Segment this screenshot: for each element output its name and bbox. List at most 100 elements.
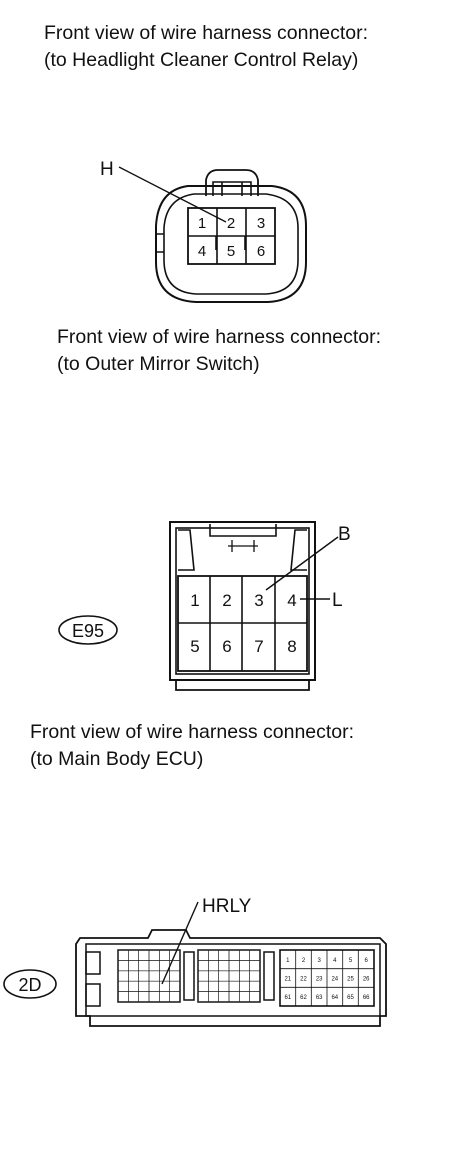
- pin-cell: [249, 980, 261, 992]
- pin-label: 5: [349, 958, 353, 964]
- pin-label: 23: [316, 977, 323, 983]
- pin-label: 24: [331, 977, 338, 983]
- pin-cell: [117, 980, 129, 992]
- pin-label: 21: [284, 977, 291, 983]
- callout-leader: [118, 166, 227, 223]
- pin-cell: [117, 960, 129, 972]
- pin-cell: [169, 980, 181, 992]
- pin-label: 3: [257, 215, 265, 232]
- pin-cell: [159, 949, 170, 961]
- pin-cell: [197, 980, 209, 992]
- pin-label: 8: [287, 637, 296, 656]
- pin-cell: [138, 980, 150, 992]
- pin-label: 61: [284, 995, 291, 1001]
- connector-code: E95: [72, 621, 104, 641]
- pin-cell: [148, 960, 160, 972]
- pin-label: 4: [198, 243, 206, 260]
- connector-1-caption: Front view of wire harness connector: (t…: [44, 20, 368, 74]
- pin-cell: [159, 991, 170, 1003]
- pin-label: 22: [300, 977, 307, 983]
- pin-label: 6: [222, 637, 231, 656]
- pin-cell: [208, 980, 219, 992]
- pin-label: 7: [254, 637, 263, 656]
- pin-cell: [249, 991, 261, 1003]
- connector-2-pins: 1 2 3 4 5 6 7 8: [190, 591, 296, 656]
- pin-cell: [117, 991, 129, 1003]
- connector-2-caption: Front view of wire harness connector: (t…: [57, 324, 381, 378]
- pin-cell: [239, 949, 250, 961]
- caption-line: Front view of wire harness connector:: [30, 721, 355, 743]
- connector-code: 2D: [18, 975, 41, 995]
- pin-cell: [249, 970, 261, 982]
- pin-cell: [228, 960, 240, 972]
- pin-label: 66: [363, 995, 370, 1001]
- pin-label: 4: [287, 591, 296, 610]
- pin-cell: [128, 970, 139, 982]
- pin-label: 6: [365, 958, 369, 964]
- pin-cell: [138, 991, 150, 1003]
- pin-cell: [138, 960, 150, 972]
- connector-3-main-body-ecu: [75, 929, 387, 1027]
- connector-2-mirror-switch: [169, 521, 316, 691]
- pin-label: 62: [300, 995, 307, 1001]
- connector-2-code-badge: E95: [58, 615, 118, 645]
- connector-3-pin-block-right: [280, 950, 374, 1006]
- pin-cell: [228, 980, 240, 992]
- pin-cell: [218, 991, 230, 1003]
- pin-cell: [148, 991, 160, 1003]
- pin-label: 64: [331, 995, 338, 1001]
- pin-cell: [239, 980, 250, 992]
- pin-cell: [148, 949, 160, 961]
- caption-line: (to Main Body ECU): [30, 748, 204, 770]
- pin-cell: [249, 949, 261, 961]
- pin-label: 2: [222, 591, 231, 610]
- caption-line: (to Outer Mirror Switch): [57, 353, 260, 375]
- callout-label: HRLY: [202, 896, 252, 917]
- pin-label: 5: [227, 243, 235, 260]
- caption-line: Front view of wire harness connector:: [57, 326, 382, 348]
- pin-cell: [228, 949, 240, 961]
- pin-cell: [128, 960, 139, 972]
- caption-line: Front view of wire harness connector:: [44, 22, 369, 44]
- pin-cell: [128, 980, 139, 992]
- connector-1-pins: 1 2 3 4 5 6: [198, 215, 265, 260]
- callout-label: B: [338, 524, 351, 545]
- pin-cell: [208, 970, 219, 982]
- pin-cell: [117, 949, 129, 961]
- connector-1-callout-h: H: [100, 159, 227, 223]
- connector-3-callout-hrly: HRLY: [161, 896, 252, 985]
- pin-cell: [197, 949, 209, 961]
- callout-leader: [265, 536, 339, 591]
- pin-label: 1: [190, 591, 199, 610]
- pin-cell: [148, 970, 160, 982]
- pin-cell: [138, 949, 150, 961]
- pin-label: 3: [318, 958, 322, 964]
- pin-cell: [249, 960, 261, 972]
- pin-cell: [239, 991, 250, 1003]
- pin-cell: [228, 991, 240, 1003]
- connector-3-pin-block-middle: [197, 949, 261, 1003]
- pin-label: 4: [333, 958, 337, 964]
- pin-cell: [208, 991, 219, 1003]
- pin-label: 26: [363, 977, 370, 983]
- connector-3-pin-block-left: [117, 949, 181, 1003]
- pin-label: 65: [347, 995, 354, 1001]
- callout-label: L: [332, 590, 343, 611]
- pin-cell: [169, 991, 181, 1003]
- connector-3-code-badge: 2D: [3, 969, 57, 999]
- pin-cell: [218, 970, 230, 982]
- connector-3-caption: Front view of wire harness connector: (t…: [30, 719, 354, 773]
- pin-cell: [218, 960, 230, 972]
- pin-label: 1: [286, 958, 290, 964]
- pin-cell: [239, 960, 250, 972]
- pin-cell: [197, 970, 209, 982]
- pin-cell: [159, 980, 170, 992]
- pin-cell: [117, 970, 129, 982]
- pin-cell: [197, 960, 209, 972]
- pin-cell: [128, 991, 139, 1003]
- pin-cell: [138, 970, 150, 982]
- pin-label: 63: [316, 995, 323, 1001]
- pin-cell: [169, 970, 181, 982]
- pin-label: 5: [190, 637, 199, 656]
